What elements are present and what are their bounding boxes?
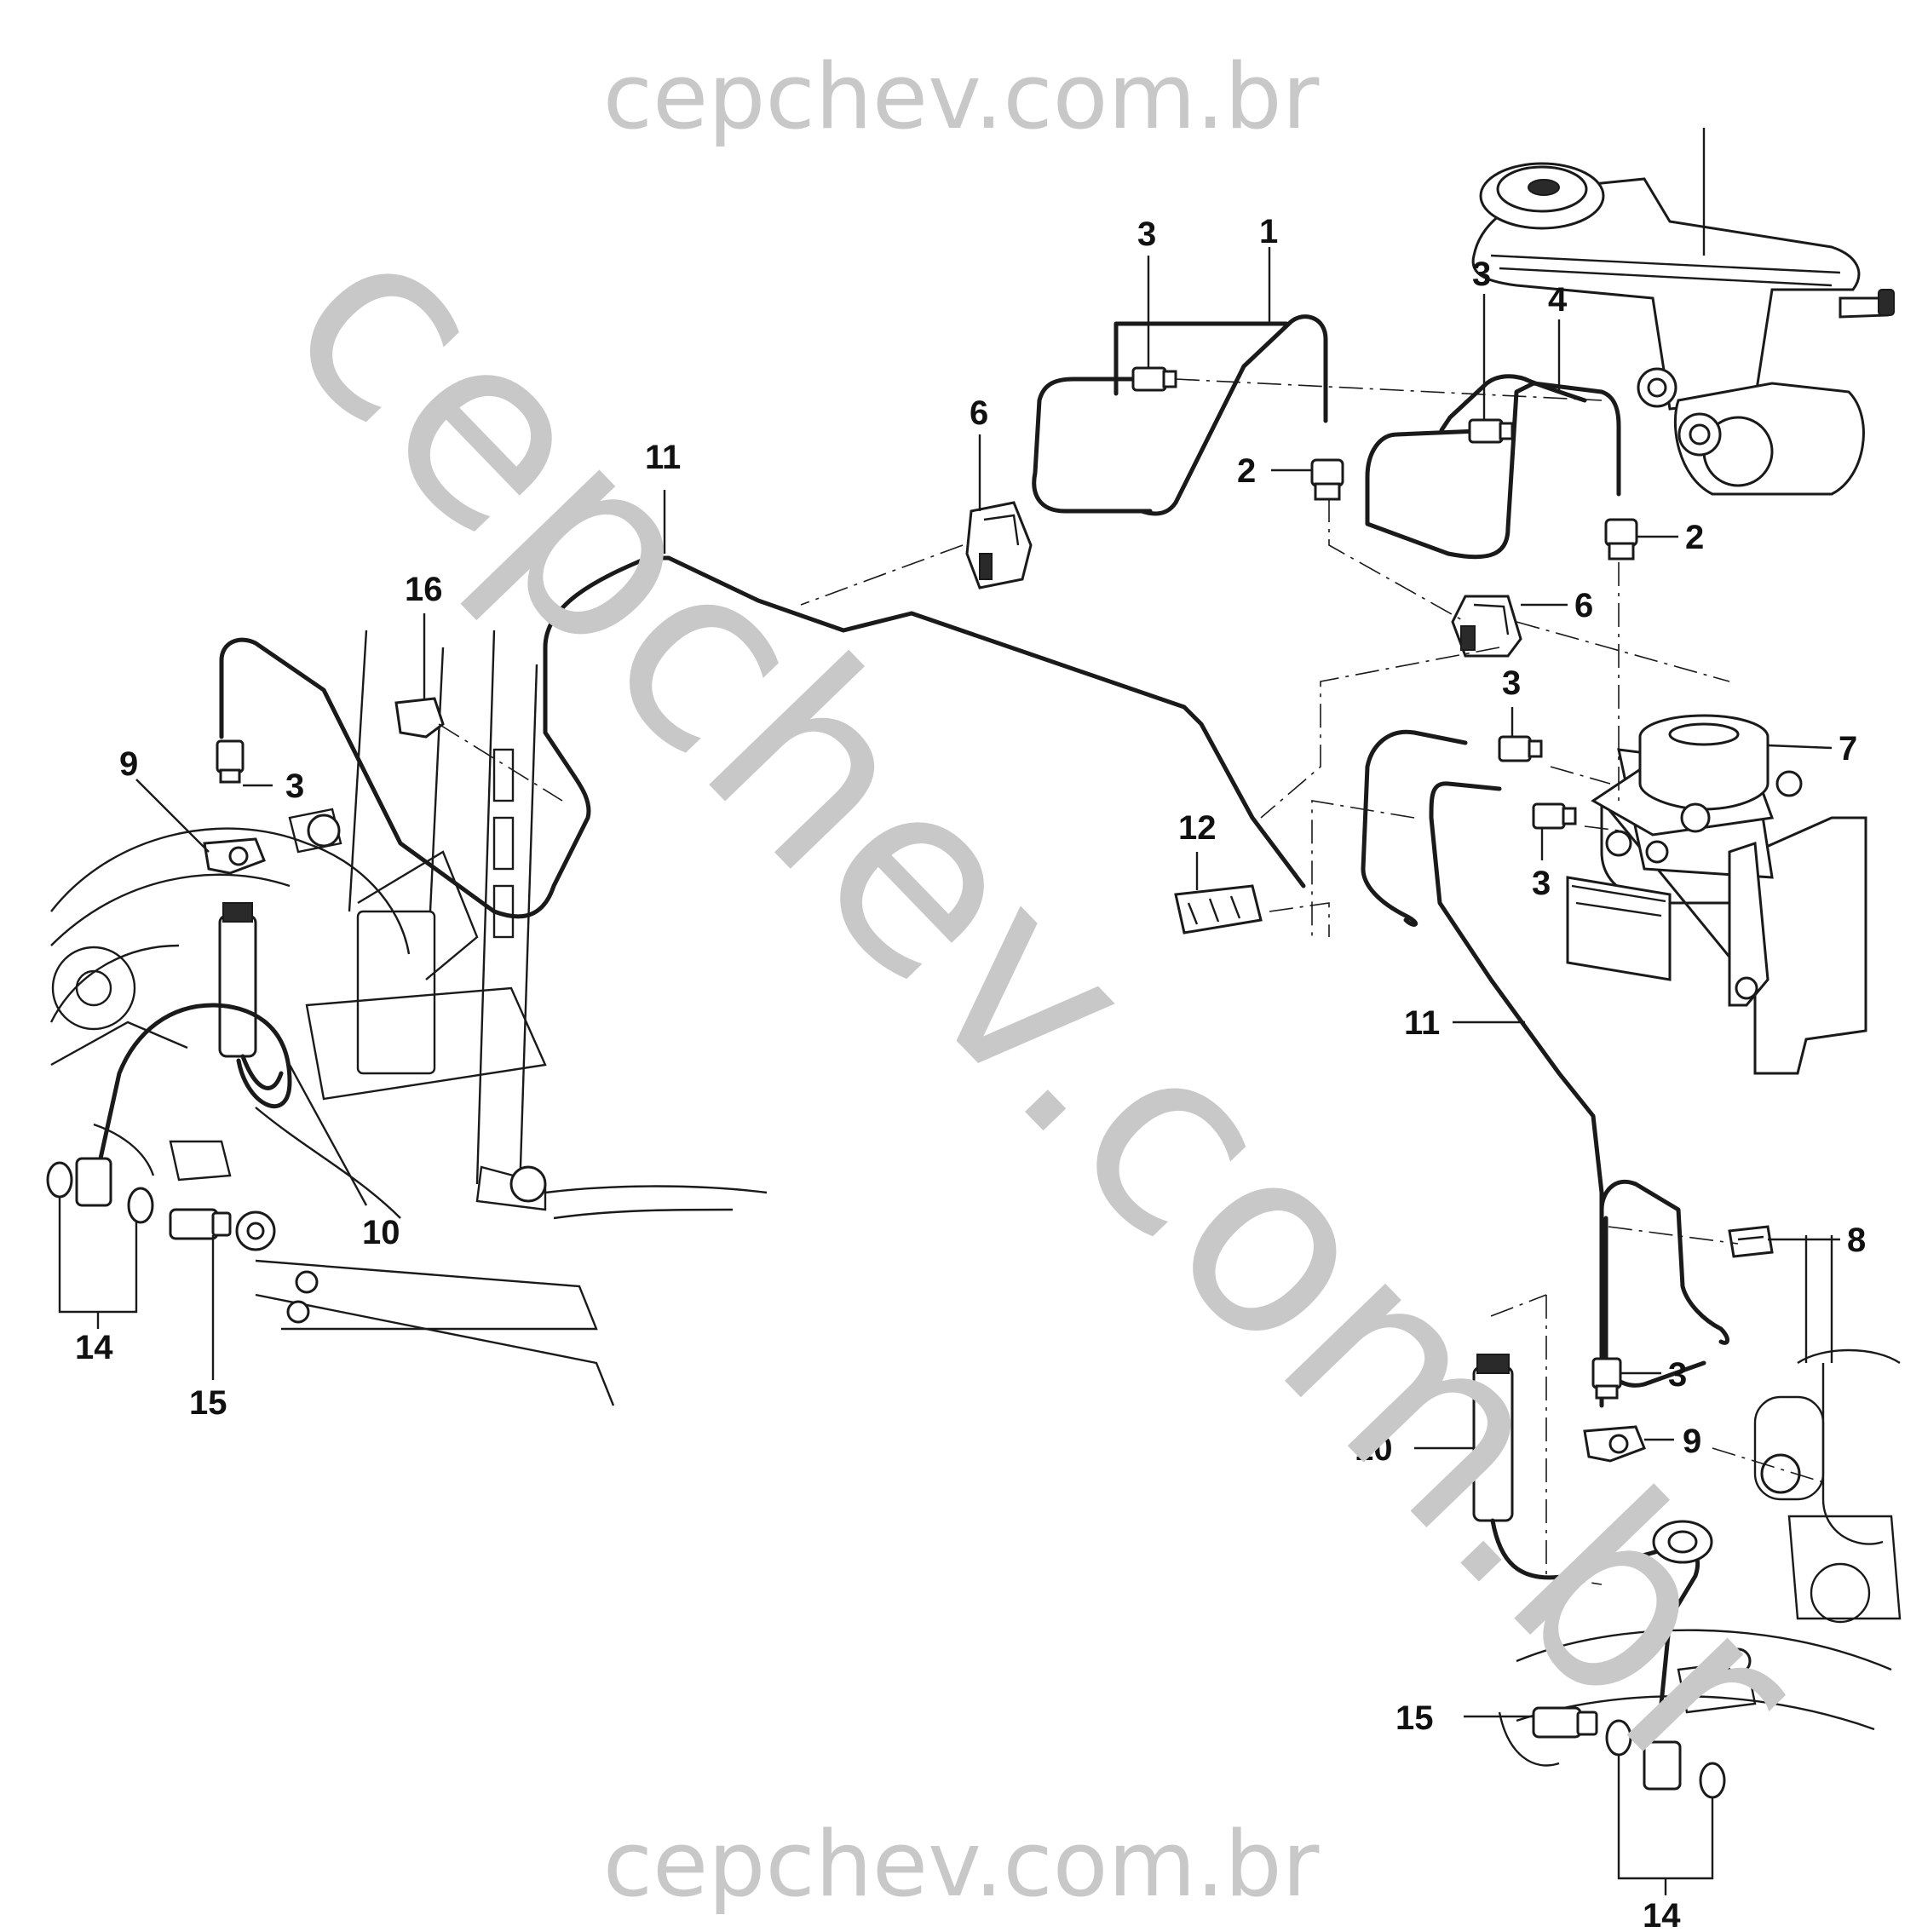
master-cylinder-reservoir	[1471, 128, 1895, 496]
callout-9-right: 9	[1683, 1423, 1701, 1460]
pipe-clip-12	[1174, 884, 1263, 934]
callout-11-top: 11	[645, 439, 681, 476]
pipe-clip-16	[394, 697, 445, 739]
callout-labels: 1 3 3 4 2 2 6 6 11 16 9 3 10 14 15 3 7 1…	[75, 213, 1866, 1932]
watermark-diagonal: cepchev.com.br	[233, 171, 1856, 1837]
callout-14-right: 14	[1643, 1897, 1681, 1932]
brake-hose-10-right	[1472, 1354, 1713, 1706]
callout-16: 16	[405, 571, 443, 608]
callout-10-left: 10	[362, 1214, 400, 1251]
tube-nut-3-upper-left	[1131, 366, 1177, 392]
brake-hose-10-left	[98, 902, 292, 1161]
banjo-bolt-15-left	[169, 1208, 232, 1240]
callout-6-lower: 6	[1574, 587, 1593, 624]
callout-7: 7	[1839, 730, 1857, 768]
washer-14-right	[1605, 1719, 1726, 1799]
callout-10-right: 10	[1355, 1430, 1393, 1468]
pipe-clip-6-lower	[1451, 595, 1522, 658]
callout-11-right: 11	[1404, 1004, 1440, 1042]
abs-modulator-unit	[1566, 714, 1867, 1075]
tube-nut-3-abs-upper	[1498, 735, 1543, 762]
callout-15-right: 15	[1395, 1699, 1434, 1737]
banjo-bolt-15-right	[1532, 1706, 1598, 1739]
callout-3-abs-lower: 3	[1532, 865, 1551, 902]
watermark-bottom: cepchev.com.br	[603, 1812, 1320, 1917]
callout-2-left: 2	[1237, 452, 1256, 490]
tube-nut-3-left-wheel	[216, 739, 245, 784]
hose-retainer-9-right	[1583, 1425, 1646, 1463]
callout-3-abs-upper: 3	[1502, 664, 1521, 702]
watermark-top: cepchev.com.br	[603, 44, 1320, 149]
callout-14-left: 14	[75, 1329, 113, 1366]
fitting-2-right	[1604, 518, 1638, 561]
left-suspension-sketch	[49, 630, 768, 1406]
brake-pipe-11-left	[219, 555, 1306, 919]
callout-6-upper: 6	[970, 394, 988, 432]
callout-1: 1	[1259, 213, 1278, 250]
callout-4: 4	[1548, 281, 1568, 319]
tube-nut-3-abs-lower	[1532, 802, 1577, 830]
watermarks: cepchev.com.br cepchev.com.br cepchev.co…	[233, 44, 1856, 1917]
right-suspension-sketch	[1498, 1235, 1902, 1767]
callout-9-left: 9	[119, 745, 138, 783]
callout-3-top-mid: 3	[1472, 256, 1491, 293]
pipe-clip-8	[1728, 1225, 1774, 1258]
callout-3-left-wheel: 3	[285, 768, 304, 805]
assembly-lines	[438, 378, 1824, 1585]
brake-pipe-4	[1365, 374, 1621, 560]
leader-lines	[58, 247, 1840, 1895]
hose-retainer-9-left	[203, 837, 266, 875]
callout-3-top-left: 3	[1137, 216, 1156, 253]
tube-nut-3-right-wheel	[1591, 1357, 1622, 1400]
brake-pipe-1	[1032, 314, 1328, 516]
callout-15-left: 15	[189, 1384, 227, 1422]
callout-3-right-wheel: 3	[1668, 1356, 1687, 1394]
callout-2-right: 2	[1685, 519, 1704, 556]
callout-12: 12	[1178, 809, 1217, 847]
tube-nut-3-upper-mid	[1468, 418, 1514, 444]
callout-8: 8	[1847, 1222, 1866, 1259]
fitting-2-left	[1310, 458, 1344, 501]
washer-14-left	[46, 1157, 154, 1224]
pipe-clip-6-upper	[965, 501, 1033, 589]
